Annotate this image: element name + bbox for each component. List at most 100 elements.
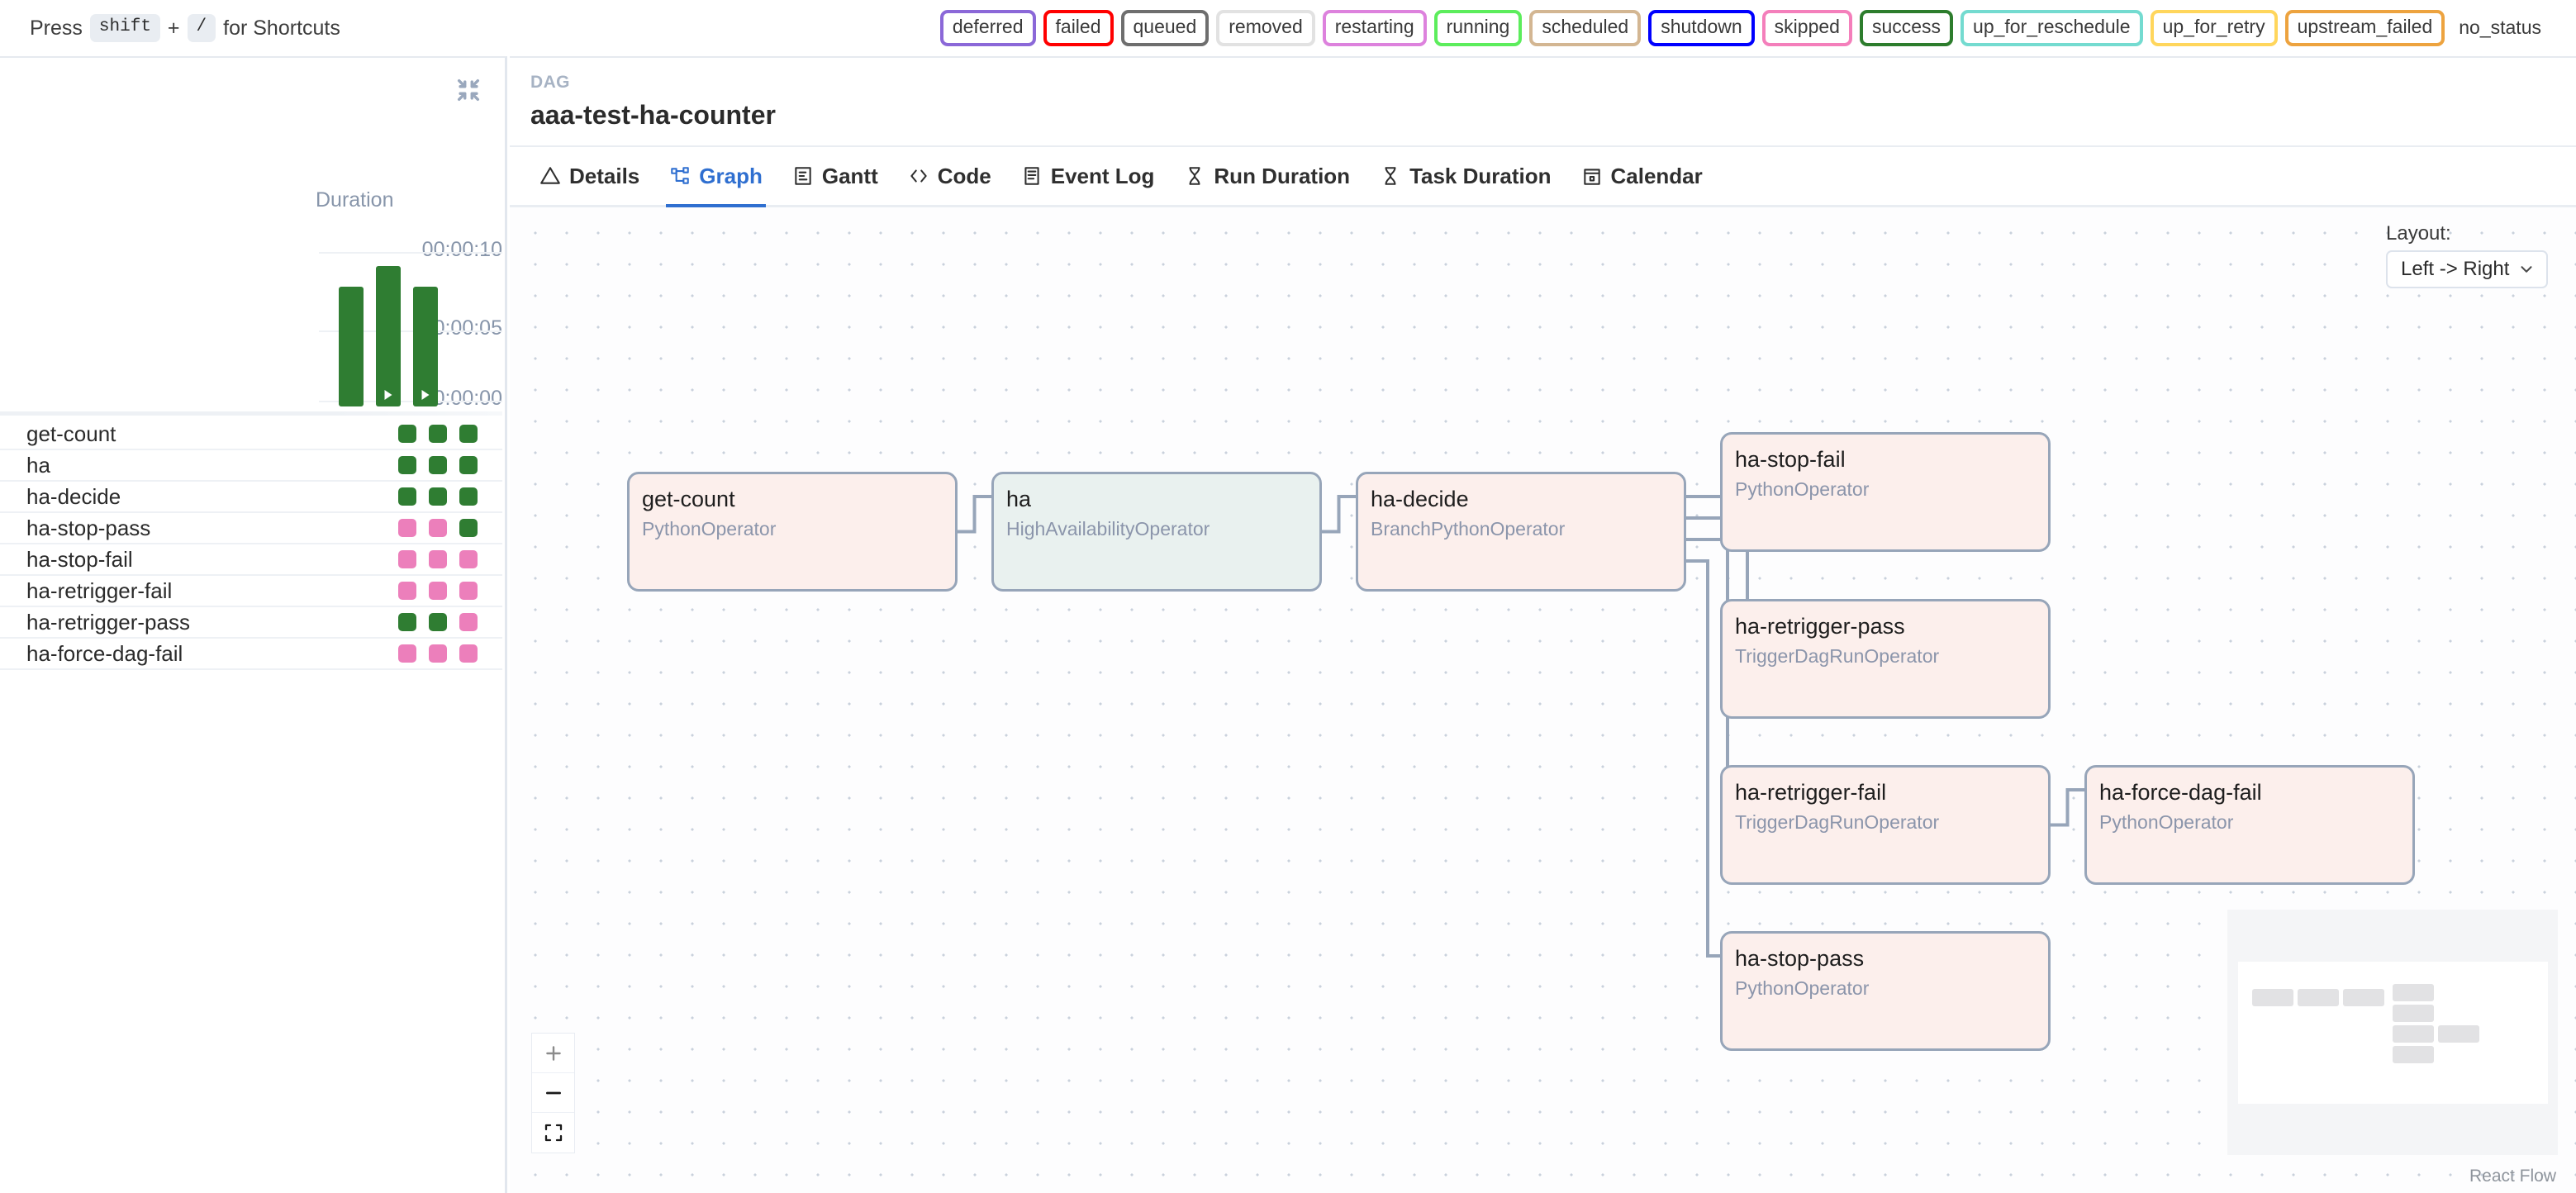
task-name: ha-retrigger-pass xyxy=(26,609,190,635)
node-operator: PythonOperator xyxy=(1735,478,1870,500)
tab-run-duration[interactable]: Run Duration xyxy=(1172,146,1362,207)
hourglass-icon xyxy=(1184,165,1205,187)
task-row[interactable]: ha-decide xyxy=(0,482,502,513)
hourglass-icon xyxy=(1189,167,1200,185)
legend-badge-no_status[interactable]: no_status xyxy=(2459,17,2541,39)
task-instance-success[interactable] xyxy=(429,456,447,474)
task-instance-success[interactable] xyxy=(398,425,416,443)
tab-graph[interactable]: Graph xyxy=(658,146,774,209)
gridline-10 xyxy=(319,252,502,254)
page-title: aaa-test-ha-counter xyxy=(530,100,776,130)
node-operator: PythonOperator xyxy=(2099,810,2234,833)
legend-badge-shutdown[interactable]: shutdown xyxy=(1648,10,1755,46)
legend-badge-up_for_retry[interactable]: up_for_retry xyxy=(2150,10,2278,46)
duration-bar[interactable] xyxy=(376,265,401,406)
zoom-controls xyxy=(531,1033,575,1153)
task-row[interactable]: get-count xyxy=(0,419,502,450)
task-instance-skipped[interactable] xyxy=(398,550,416,568)
task-instance-skipped[interactable] xyxy=(429,550,447,568)
legend-badge-success[interactable]: success xyxy=(1859,10,1954,46)
task-instance-success[interactable] xyxy=(459,425,478,443)
tab-task-duration[interactable]: Task Duration xyxy=(1368,146,1562,207)
tab-event-log[interactable]: Event Log xyxy=(1010,146,1167,207)
tab-details[interactable]: Details xyxy=(528,146,651,207)
minimap-node xyxy=(2298,989,2339,1006)
task-instance-skipped[interactable] xyxy=(459,550,478,568)
minimap-node xyxy=(2393,1005,2434,1022)
compress-icon[interactable] xyxy=(450,72,487,108)
task-instance-success[interactable] xyxy=(459,519,478,537)
legend-badge-upstream_failed[interactable]: upstream_failed xyxy=(2284,10,2445,46)
duration-bar[interactable] xyxy=(339,287,364,406)
task-instance-skipped[interactable] xyxy=(459,644,478,663)
legend-badge-deferred[interactable]: deferred xyxy=(939,10,1036,46)
task-instance-skipped[interactable] xyxy=(398,519,416,537)
node-title: ha-stop-fail xyxy=(1735,447,1846,472)
legend-badge-running[interactable]: running xyxy=(1433,10,1523,46)
task-row[interactable]: ha-stop-pass xyxy=(0,513,502,544)
plus-icon[interactable] xyxy=(532,1034,574,1073)
tab-calendar[interactable]: Calendar xyxy=(1570,146,1714,207)
graph-edge-ha-decide-to-ha-stop-pass xyxy=(1686,559,1720,958)
duration-chart-title: Duration xyxy=(316,188,394,212)
legend-badge-scheduled[interactable]: scheduled xyxy=(1529,10,1642,46)
legend-badge-skipped[interactable]: skipped xyxy=(1761,10,1852,46)
tab-gantt[interactable]: Gantt xyxy=(781,146,890,207)
task-row[interactable]: ha-retrigger-fail xyxy=(0,576,502,607)
graph-nodes-icon xyxy=(671,167,690,184)
task-instance-success[interactable] xyxy=(459,487,478,506)
task-instance-success[interactable] xyxy=(429,487,447,506)
tab-label: Run Duration xyxy=(1214,163,1351,188)
graph-edge-ha-to-ha-decide xyxy=(1322,495,1356,534)
minus-icon[interactable] xyxy=(532,1073,574,1113)
task-instance-skipped[interactable] xyxy=(429,644,447,663)
legend-badge-up_for_reschedule[interactable]: up_for_reschedule xyxy=(1961,10,2143,46)
fit-screen-icon[interactable] xyxy=(532,1113,574,1153)
play-triangle-icon xyxy=(384,390,392,400)
list-lines-icon xyxy=(1021,165,1043,187)
task-row[interactable]: ha xyxy=(0,450,502,482)
task-instance-success[interactable] xyxy=(398,487,416,506)
layout-select[interactable]: Left -> Right xyxy=(2386,250,2548,288)
task-name: ha-stop-fail xyxy=(26,546,133,572)
minimap[interactable] xyxy=(2227,910,2558,1155)
task-row[interactable]: ha-force-dag-fail xyxy=(0,639,502,670)
gantt-chart-icon xyxy=(792,165,814,187)
task-instance-skipped[interactable] xyxy=(398,644,416,663)
task-instance-skipped[interactable] xyxy=(459,613,478,631)
legend-badge-removed[interactable]: removed xyxy=(1216,10,1315,46)
legend-badge-restarting[interactable]: restarting xyxy=(1322,10,1427,46)
task-instance-skipped[interactable] xyxy=(398,582,416,600)
task-instance-skipped[interactable] xyxy=(429,582,447,600)
task-instance-skipped[interactable] xyxy=(429,519,447,537)
task-instance-success[interactable] xyxy=(429,613,447,631)
task-instance-success[interactable] xyxy=(429,425,447,443)
task-instance-skipped[interactable] xyxy=(459,582,478,600)
tab-code[interactable]: Code xyxy=(896,146,1003,207)
minimap-node xyxy=(2393,1046,2434,1063)
legend-badge-queued[interactable]: queued xyxy=(1120,10,1210,46)
tab-label: Event Log xyxy=(1050,163,1155,188)
shortcut-prefix: Press xyxy=(30,16,83,40)
task-instance-success[interactable] xyxy=(398,613,416,631)
legend-badge-failed[interactable]: failed xyxy=(1043,10,1114,46)
task-row[interactable]: ha-stop-fail xyxy=(0,544,502,576)
task-instance-success[interactable] xyxy=(398,456,416,474)
minimap-node xyxy=(2393,1025,2434,1043)
task-instance-success[interactable] xyxy=(459,456,478,474)
task-row[interactable]: ha-retrigger-pass xyxy=(0,607,502,639)
tab-label: Code xyxy=(937,163,991,188)
shortcut-suffix: for Shortcuts xyxy=(223,16,340,40)
gantt-chart-icon xyxy=(795,167,811,185)
duration-bar[interactable] xyxy=(413,287,438,406)
duration-chart: Duration 00:00:10 00:00:05 00:00:00 xyxy=(0,173,502,413)
